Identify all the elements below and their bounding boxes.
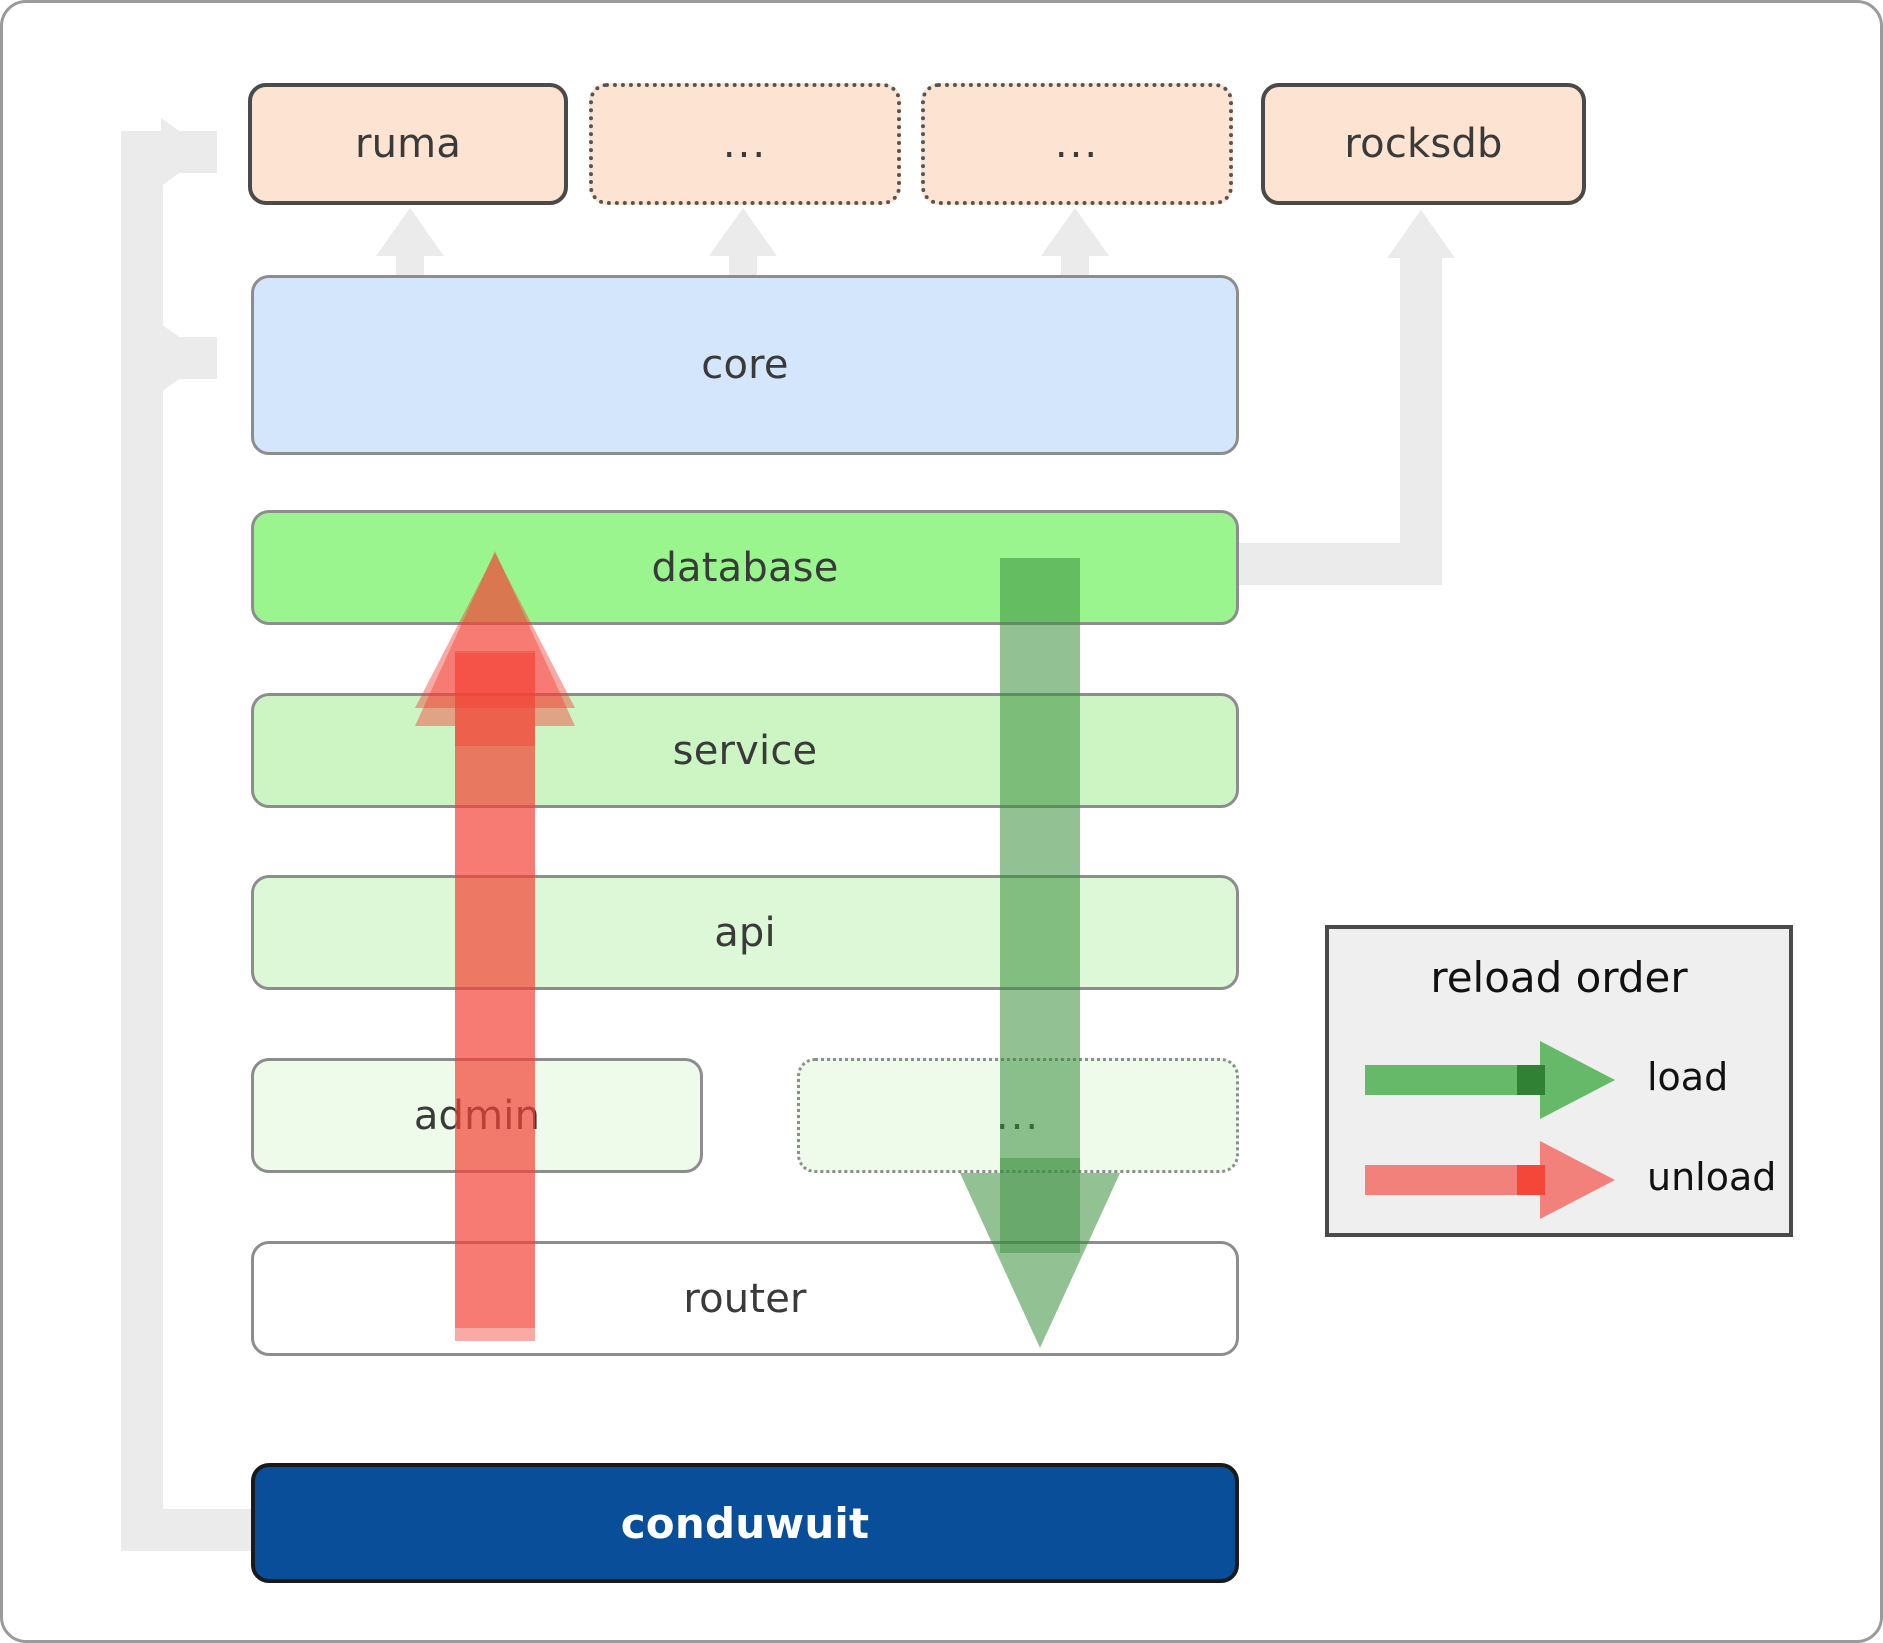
dependency-box-more-1[interactable]: ... xyxy=(589,83,901,205)
connector-database-to-rocksdb-vertical xyxy=(1400,258,1442,585)
layer-box-core[interactable]: core xyxy=(251,275,1239,455)
layer-label-core: core xyxy=(701,342,789,388)
legend-panel: reload order load unload xyxy=(1325,925,1793,1237)
layer-label-admin: admin xyxy=(414,1093,540,1139)
layer-label-database: database xyxy=(651,544,839,591)
dependency-box-rocksdb[interactable]: rocksdb xyxy=(1261,83,1586,205)
connector-left-bottom-elbow xyxy=(121,1509,251,1551)
dependency-box-more-2[interactable]: ... xyxy=(921,83,1233,205)
unload-flow-arrowhead xyxy=(415,553,575,708)
layer-label-api: api xyxy=(714,909,776,956)
legend-load-label: load xyxy=(1647,1055,1729,1099)
layer-label-service: service xyxy=(672,727,818,774)
connector-database-to-rocksdb-horizontal xyxy=(1239,543,1419,585)
layer-box-admin[interactable]: admin xyxy=(251,1058,703,1173)
legend-title: reload order xyxy=(1430,953,1688,1002)
legend-unload-arrow-icon xyxy=(1365,1141,1615,1219)
dependency-box-ruma[interactable]: ruma xyxy=(248,83,568,205)
application-label-conduwuit: conduwuit xyxy=(620,1498,870,1548)
application-box-conduwuit[interactable]: conduwuit xyxy=(251,1463,1239,1583)
connector-core-to-ruma-arrow-icon xyxy=(376,208,444,256)
dependency-label-rocksdb: rocksdb xyxy=(1344,121,1503,167)
dependency-label-more-1: ... xyxy=(722,121,768,167)
unload-flow-shaft xyxy=(455,653,535,1328)
connector-arrow-to-core-icon xyxy=(161,324,209,392)
layer-label-router: router xyxy=(683,1275,807,1322)
dependency-label-more-2: ... xyxy=(1054,121,1100,167)
legend-unload-label: unload xyxy=(1647,1155,1777,1199)
load-flow-icon xyxy=(960,558,1120,1348)
connector-core-to-dots1-arrow-icon xyxy=(709,208,777,256)
unload-flow-icon xyxy=(415,551,575,1341)
connector-core-to-dots2-arrow-icon xyxy=(1041,208,1109,256)
connector-arrow-to-ruma-icon xyxy=(161,118,209,186)
legend-load-arrow-icon xyxy=(1365,1041,1615,1119)
connector-arrow-to-rocksdb-icon xyxy=(1387,210,1455,258)
dependency-label-ruma: ruma xyxy=(354,121,462,167)
